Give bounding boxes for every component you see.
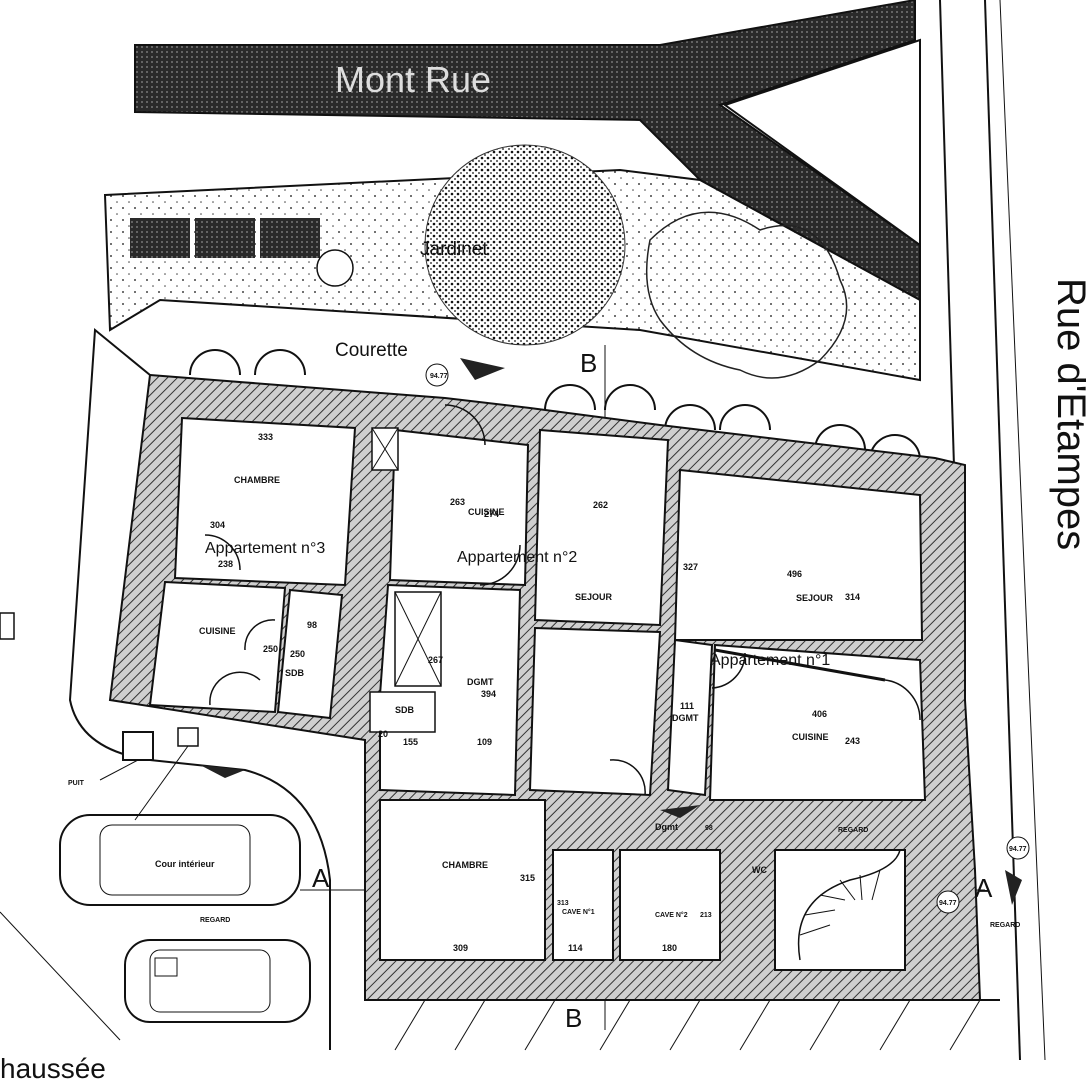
apt2-dim-155: 155 xyxy=(403,737,418,747)
garden-label: Jardinet xyxy=(420,239,488,260)
section-b-top: B xyxy=(580,348,597,378)
dim-315: 315 xyxy=(520,873,535,883)
regard-label-3: REGARD xyxy=(990,922,1020,929)
apt3-dim-250b: 250 xyxy=(290,649,305,659)
apartment-3: CHAMBRE CUISINE SDB 333 304 238 98 250 2… xyxy=(148,416,357,720)
level-marker-c: 94.77 xyxy=(939,900,957,907)
bottom-caption: haussée xyxy=(0,1053,106,1080)
dim-313: 313 xyxy=(557,900,569,907)
section-a-left: A xyxy=(312,863,330,893)
courtyard-label: Courette xyxy=(335,340,408,361)
apt1-dim-243: 243 xyxy=(845,736,860,746)
parking xyxy=(365,999,1000,1051)
section-a-right: A xyxy=(975,873,993,903)
apt2-dim-274: 274 xyxy=(484,509,499,519)
apt1-dgmt-label: DGMT xyxy=(672,713,699,723)
apt3-chambre-label: CHAMBRE xyxy=(234,475,280,485)
staircase xyxy=(797,849,901,961)
apt2-dim-109: 109 xyxy=(477,737,492,747)
apartment-2: CUISINE SEJOUR DGMT SDB 263 274 262 267 … xyxy=(369,404,670,797)
inner-court: Cour intérieur PUIT REGARD xyxy=(0,327,331,1050)
apt3-dim-304: 304 xyxy=(210,520,225,530)
cave1-label: CAVE N°1 xyxy=(562,908,595,916)
well-label: PUIT xyxy=(68,780,85,787)
top-street-label: Mont Rue xyxy=(335,59,491,100)
wc-label: WC xyxy=(752,865,767,875)
apt1-dim-111: 111 xyxy=(680,701,694,711)
dim-309: 309 xyxy=(453,943,468,953)
dim-114: 114 xyxy=(568,943,583,953)
bottom-dgmt-label: Dgmt xyxy=(655,822,678,832)
apartment-1: SEJOUR CUISINE DGMT 327 496 314 406 243 … xyxy=(666,468,927,801)
apt3-dim-250a: 250 xyxy=(263,644,278,654)
apt2-title: Appartement n°2 xyxy=(457,549,577,566)
bottom-chambre-label: CHAMBRE xyxy=(442,860,488,870)
courtyard: Courette 94.77 xyxy=(189,340,921,461)
apt3-cuisine-label: CUISINE xyxy=(199,626,236,636)
apt1-dim-314: 314 xyxy=(845,592,860,602)
apt3-title: Appartement n°3 xyxy=(205,540,325,557)
apt3-dim-98: 98 xyxy=(307,620,317,630)
apt1-cuisine-label: CUISINE xyxy=(792,732,829,742)
garden: Jardinet xyxy=(103,144,921,382)
apt2-sdb-label: SDB xyxy=(395,705,415,715)
apt2-dim-394: 394 xyxy=(481,689,496,699)
apt2-dim-267: 267 xyxy=(428,655,443,665)
dim-180: 180 xyxy=(662,943,677,953)
apt2-dim-263: 263 xyxy=(450,497,465,507)
apt1-sejour-label: SEJOUR xyxy=(796,593,834,603)
regard-label-2: REGARD xyxy=(838,827,868,834)
apt3-dim-238: 238 xyxy=(218,559,233,569)
dim-98b: 98 xyxy=(705,825,713,832)
dim-213: 213 xyxy=(700,912,712,919)
right-street-label: Rue d'Etampes xyxy=(1049,278,1086,550)
well xyxy=(122,731,154,761)
level-marker-a: 94.77 xyxy=(430,373,448,380)
apt2-dim-20: 20 xyxy=(378,729,388,739)
apt2-dim-262: 262 xyxy=(593,500,608,510)
apt2-cuisine-label: CUISINE xyxy=(468,507,505,517)
apt3-sdb-label: SDB xyxy=(285,668,305,678)
apt1-dim-327: 327 xyxy=(683,562,698,572)
top-street: Mont Rue xyxy=(134,0,921,302)
apt2-dgmt-label: DGMT xyxy=(467,677,494,687)
car-2 xyxy=(124,939,311,1023)
apt3-dim-333: 333 xyxy=(258,432,273,442)
level-marker-b: 94.77 xyxy=(1009,846,1027,853)
section-b-bottom: B xyxy=(565,1003,582,1033)
regard-label: REGARD xyxy=(200,917,230,924)
apt1-dim-496: 496 xyxy=(787,569,802,579)
inner-court-label: Cour intérieur xyxy=(155,859,215,869)
apt1-dim-406: 406 xyxy=(812,709,827,719)
cave2-label: CAVE N°2 xyxy=(655,911,688,919)
apt2-sejour-label: SEJOUR xyxy=(575,592,613,602)
car-1 xyxy=(59,814,301,906)
bottom-rooms: CHAMBRE CAVE N°1 CAVE N°2 Dgmt WC 315 30… xyxy=(379,799,1030,971)
